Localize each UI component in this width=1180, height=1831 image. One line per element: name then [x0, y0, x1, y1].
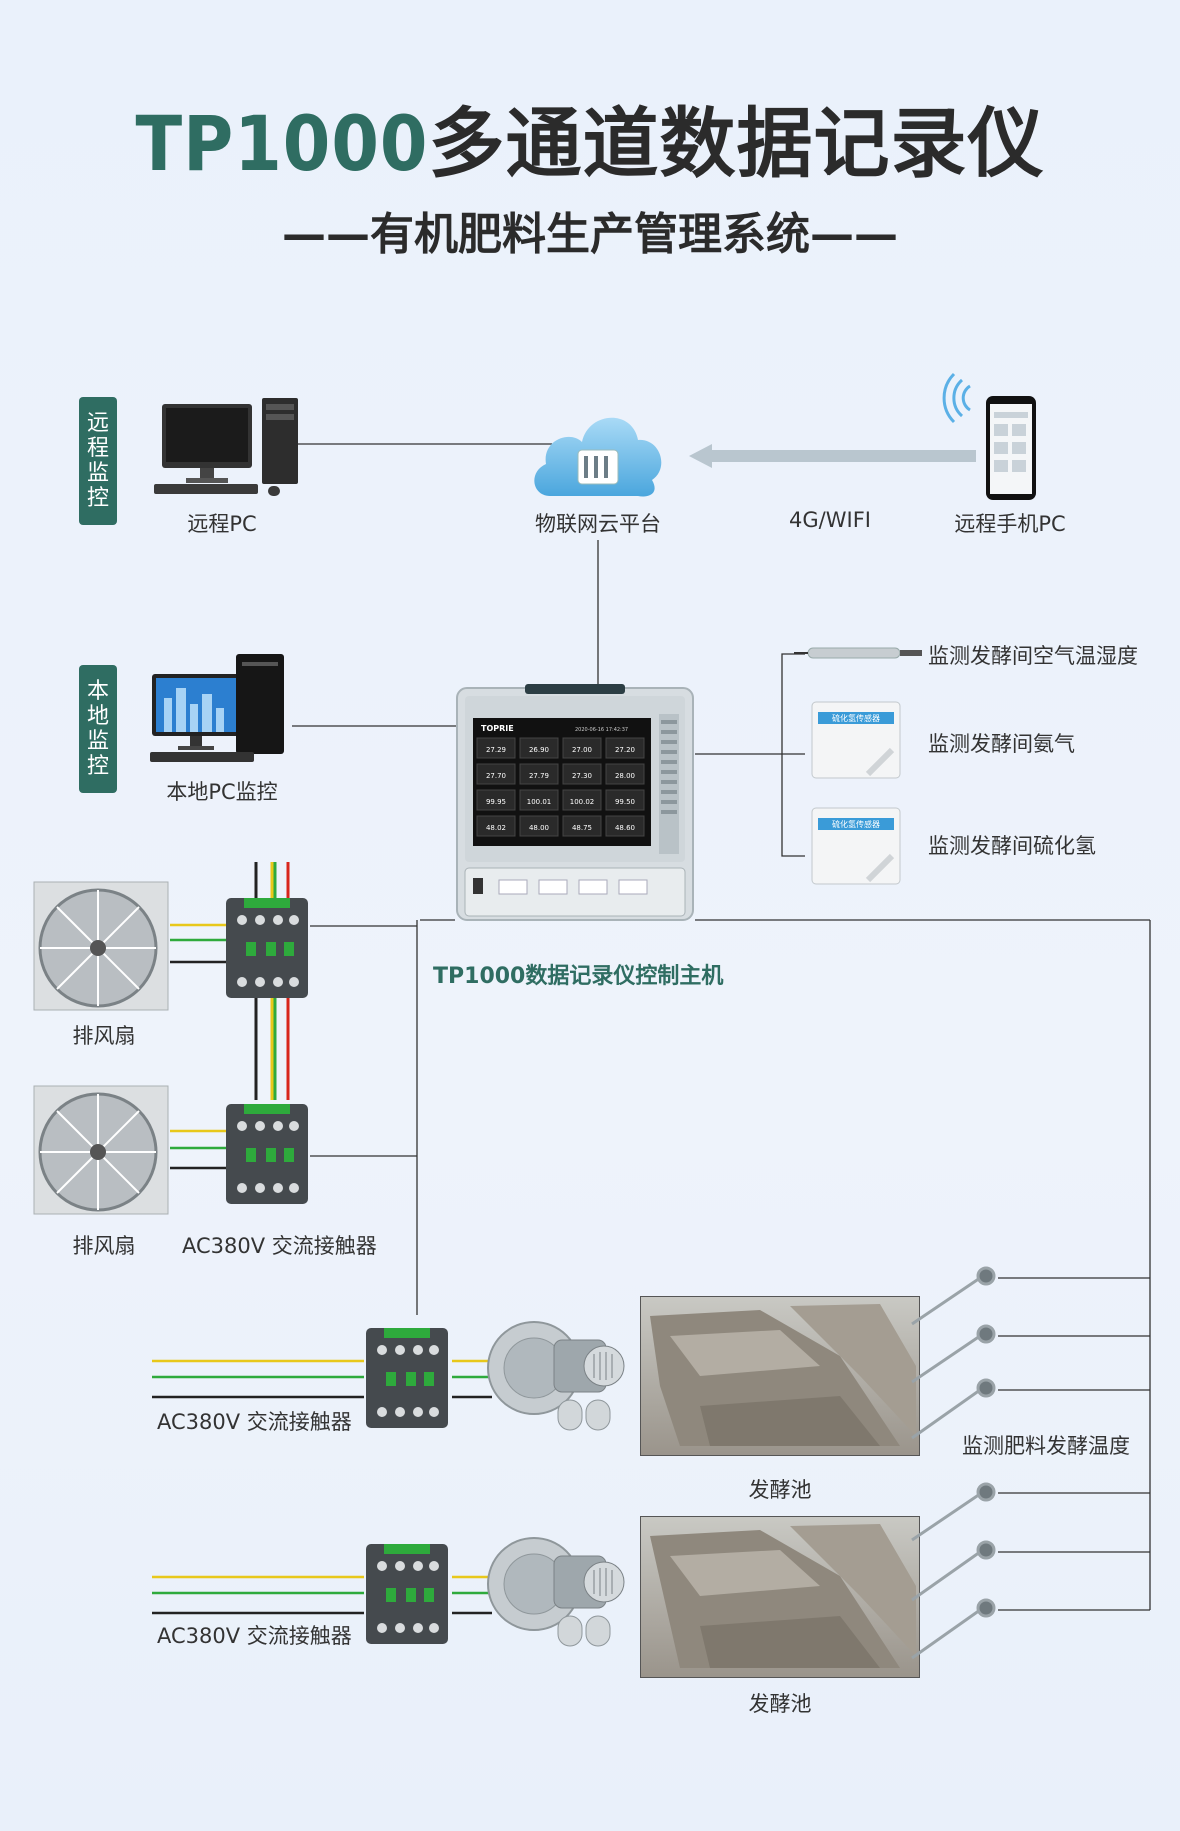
screen-cell — [476, 789, 516, 811]
screen-value: 27.20 — [615, 746, 635, 754]
h2s-sensor-text: 硫化氢传感器 — [832, 819, 880, 829]
screen-value: 48.75 — [572, 824, 592, 832]
remote-pc-icon — [154, 398, 298, 496]
screen-value: 99.95 — [486, 798, 506, 806]
contactor-icon — [366, 1328, 448, 1428]
contactor-icon — [226, 898, 308, 998]
page-title: TP1000多通道数据记录仪 — [135, 99, 1045, 188]
screen-value: 27.00 — [572, 746, 592, 754]
tank-label-1: 发酵池 — [748, 1478, 812, 1502]
screen-cell — [476, 815, 516, 837]
screen-cell — [519, 737, 559, 759]
screen-cell — [562, 763, 602, 785]
screen-value: 100.01 — [527, 798, 552, 806]
tank-label-2: 发酵池 — [748, 1692, 812, 1716]
screen-cell — [562, 737, 602, 759]
host-label: TP1000数据记录仪控制主机 — [433, 964, 724, 989]
fan-label-2: 排风扇 — [72, 1234, 136, 1258]
screen-cell — [605, 789, 645, 811]
fermentation-tank-photo — [640, 1296, 920, 1456]
screen-value: 27.29 — [486, 746, 506, 754]
screen-value: 48.60 — [615, 824, 635, 832]
local-monitor-tag: 本地监控 — [79, 665, 117, 793]
recorder-brand: TOPRIE — [481, 724, 514, 733]
temperature-probes — [911, 1266, 996, 1660]
temperature-label: 监测肥料发酵温度 — [962, 1434, 1130, 1458]
contactor-label: AC380V 交流接触器 — [182, 1234, 377, 1258]
screen-cell — [476, 737, 516, 759]
recorder-clock: 2020-06-16 17:42:37 — [575, 727, 628, 733]
sensor-label-2: 监测发酵间氨气 — [928, 732, 1075, 756]
contactor-icon — [366, 1544, 448, 1644]
screen-value: 100.02 — [570, 798, 595, 806]
screen-cell — [519, 763, 559, 785]
local-pc-label: 本地PC监控 — [166, 780, 278, 804]
phone-icon — [942, 372, 1036, 500]
cloud-platform-label: 物联网云平台 — [535, 512, 661, 536]
screen-value: 99.50 — [615, 798, 635, 806]
page-subtitle: ——有机肥料生产管理系统—— — [282, 209, 898, 260]
screen-cell — [605, 815, 645, 837]
exhaust-fan-icon — [33, 1085, 169, 1215]
fermentation-tank-photo — [640, 1516, 920, 1678]
lower-contactor-label-1: AC380V 交流接触器 — [157, 1410, 352, 1434]
fan-label-1: 排风扇 — [72, 1024, 136, 1048]
screen-cell — [562, 815, 602, 837]
humidity-probe-icon — [794, 647, 922, 659]
screen-value: 28.00 — [615, 772, 635, 780]
ammonia-sensor-text: 硫化氢传感器 — [832, 713, 880, 723]
ammonia-sensor-icon: 硫化氢传感器 — [811, 701, 901, 779]
screen-value: 27.30 — [572, 772, 592, 780]
screen-cell — [562, 789, 602, 811]
h2s-sensor-icon: 硫化氢传感器 — [811, 807, 901, 885]
air-blower-icon — [487, 1321, 625, 1431]
screen-value: 26.90 — [529, 746, 549, 754]
screen-cell — [519, 815, 559, 837]
contactor-icon — [226, 1104, 308, 1204]
air-blower-icon — [487, 1537, 625, 1647]
exhaust-fan-icon — [33, 881, 169, 1011]
local-pc-icon — [150, 654, 284, 762]
sensor-label-1: 监测发酵间空气温湿度 — [928, 644, 1138, 668]
screen-cell — [519, 789, 559, 811]
lower-contactor-label-2: AC380V 交流接触器 — [157, 1624, 352, 1648]
screen-cell — [605, 737, 645, 759]
sensor-label-3: 监测发酵间硫化氢 — [928, 834, 1096, 858]
screen-value: 27.79 — [529, 772, 549, 780]
data-recorder-icon: TOPRIE 2020-06-16 17:42:37 27.29 26.90 27.… — [456, 684, 694, 921]
remote-monitor-tag: 远程监控 — [79, 397, 117, 525]
phone-label: 远程手机PC — [954, 512, 1066, 536]
cloud-icon — [534, 417, 662, 497]
screen-cell — [476, 763, 516, 785]
screen-value: 48.00 — [529, 824, 549, 832]
screen-value: 27.70 — [486, 772, 506, 780]
link-label: 4G/WIFI — [789, 508, 871, 532]
remote-pc-label: 远程PC — [187, 512, 257, 536]
screen-cell — [605, 763, 645, 785]
screen-value: 48.02 — [486, 824, 506, 832]
